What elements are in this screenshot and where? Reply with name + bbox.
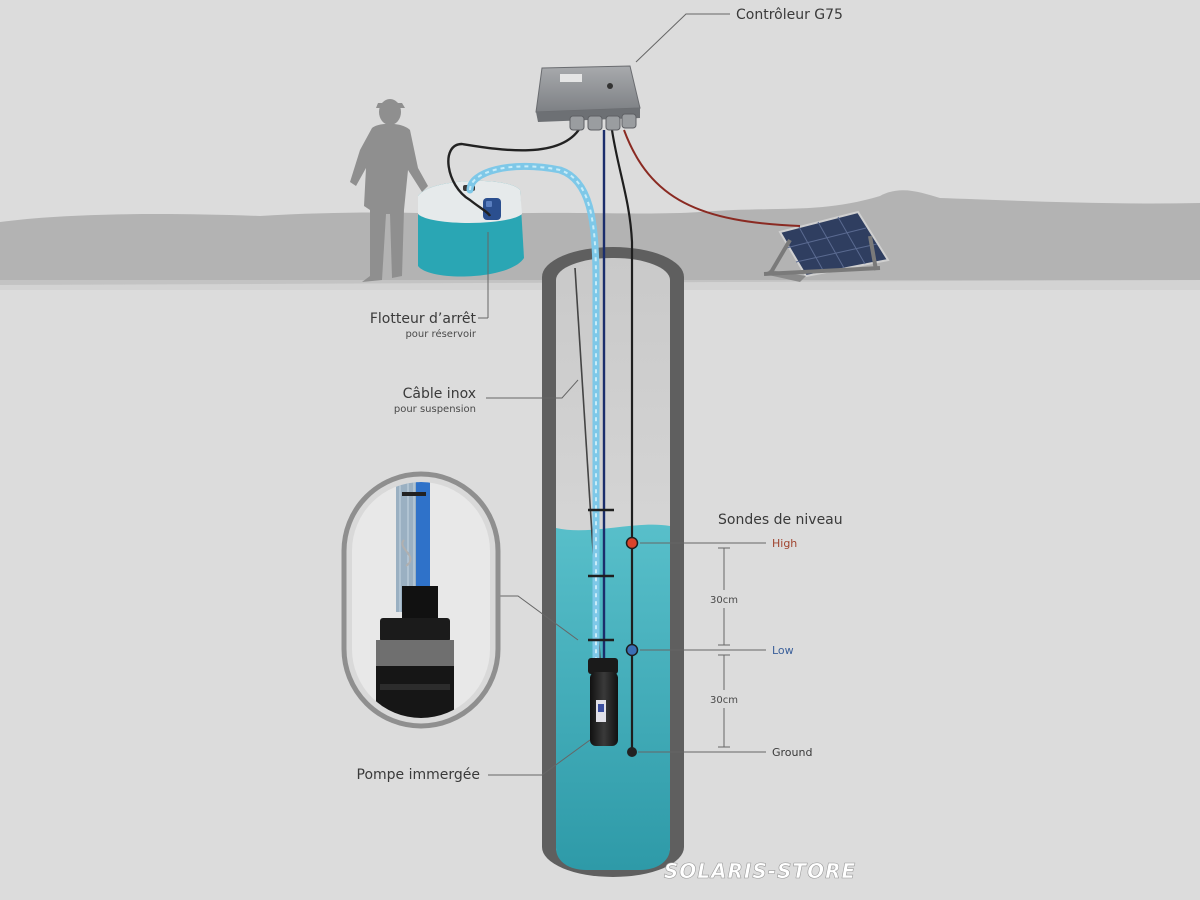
probe-low-label: Low xyxy=(772,644,794,657)
float-label-title: Flotteur d’arrêt xyxy=(370,311,477,327)
solar-panel-icon xyxy=(763,210,890,282)
probe-ground-label: Ground xyxy=(772,746,812,759)
controller-box-icon xyxy=(535,65,641,131)
spacing-upper-label: 30cm xyxy=(710,595,738,606)
spacing-lower-label: 30cm xyxy=(710,695,738,706)
float-switch-icon xyxy=(483,198,501,220)
pump-detail-inset xyxy=(341,471,501,729)
well-shaft xyxy=(542,247,684,877)
ground-probe-dot xyxy=(627,747,637,757)
brand-watermark: SOLARIS-STORE xyxy=(664,859,856,883)
high-probe-dot xyxy=(625,536,639,550)
level-probes xyxy=(625,536,639,757)
water-tank-icon xyxy=(418,180,524,277)
float-label-sub: pour réservoir xyxy=(405,328,476,340)
probes-title: Sondes de niveau xyxy=(718,512,843,528)
controller-label: Contrôleur G75 xyxy=(736,7,843,23)
cable-label-title: Câble inox xyxy=(403,386,476,402)
leader-lines xyxy=(478,13,766,776)
probe-high-label: High xyxy=(772,537,797,550)
person-silhouette-icon xyxy=(350,99,428,283)
ground-horizon-band xyxy=(0,190,1200,285)
cable-label-sub: pour suspension xyxy=(394,404,476,415)
pump-label: Pompe immergée xyxy=(357,767,481,783)
low-probe-dot xyxy=(625,643,639,657)
submersible-pump-icon xyxy=(588,658,618,746)
